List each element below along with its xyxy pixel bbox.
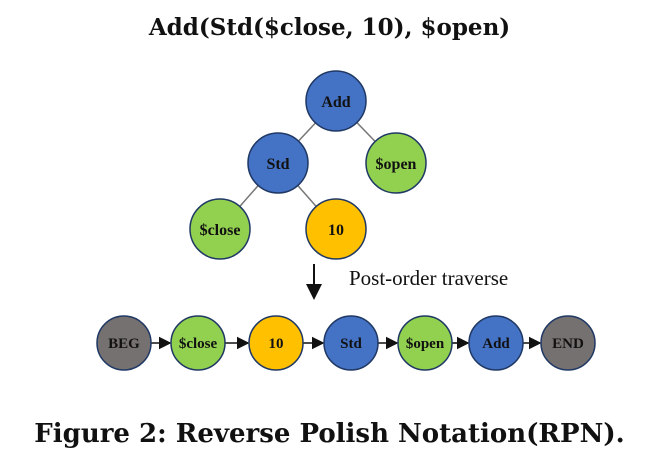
figure-caption: Figure 2: Reverse Polish Notation(RPN). (34, 419, 625, 449)
tree-node-open: $open (365, 132, 427, 194)
sequence-node-label: Std (340, 336, 362, 352)
sequence-node-label: $close (179, 336, 218, 352)
sequence-node-0: BEG (96, 315, 152, 371)
tree-node-ten: 10 (305, 198, 367, 260)
tree-node-std: Std (247, 132, 309, 194)
traverse-label: Post-order traverse (349, 266, 509, 290)
tree-node-label: Std (266, 156, 289, 173)
sequence-node-label: $open (406, 336, 445, 352)
tree-node-add: Add (305, 70, 367, 132)
sequence-node-2: 10 (248, 315, 304, 371)
tree-node-label: Add (321, 94, 350, 111)
tree-node-label: $close (200, 222, 241, 239)
sequence-node-label: Add (482, 336, 510, 352)
sequence-node-label: BEG (108, 336, 140, 352)
tree-node-label: 10 (328, 222, 344, 239)
sequence-node-4: $open (397, 315, 453, 371)
sequence-node-1: $close (170, 315, 226, 371)
sequence-node-6: END (540, 315, 596, 371)
tree-node-label: $open (376, 156, 417, 173)
expression-title: Add(Std($close, 10), $open) (148, 14, 511, 41)
sequence-node-label: END (552, 336, 584, 352)
sequence-node-3: Std (323, 315, 379, 371)
sequence-node-5: Add (468, 315, 524, 371)
tree-node-close: $close (189, 198, 251, 260)
sequence-node-label: 10 (269, 336, 284, 352)
